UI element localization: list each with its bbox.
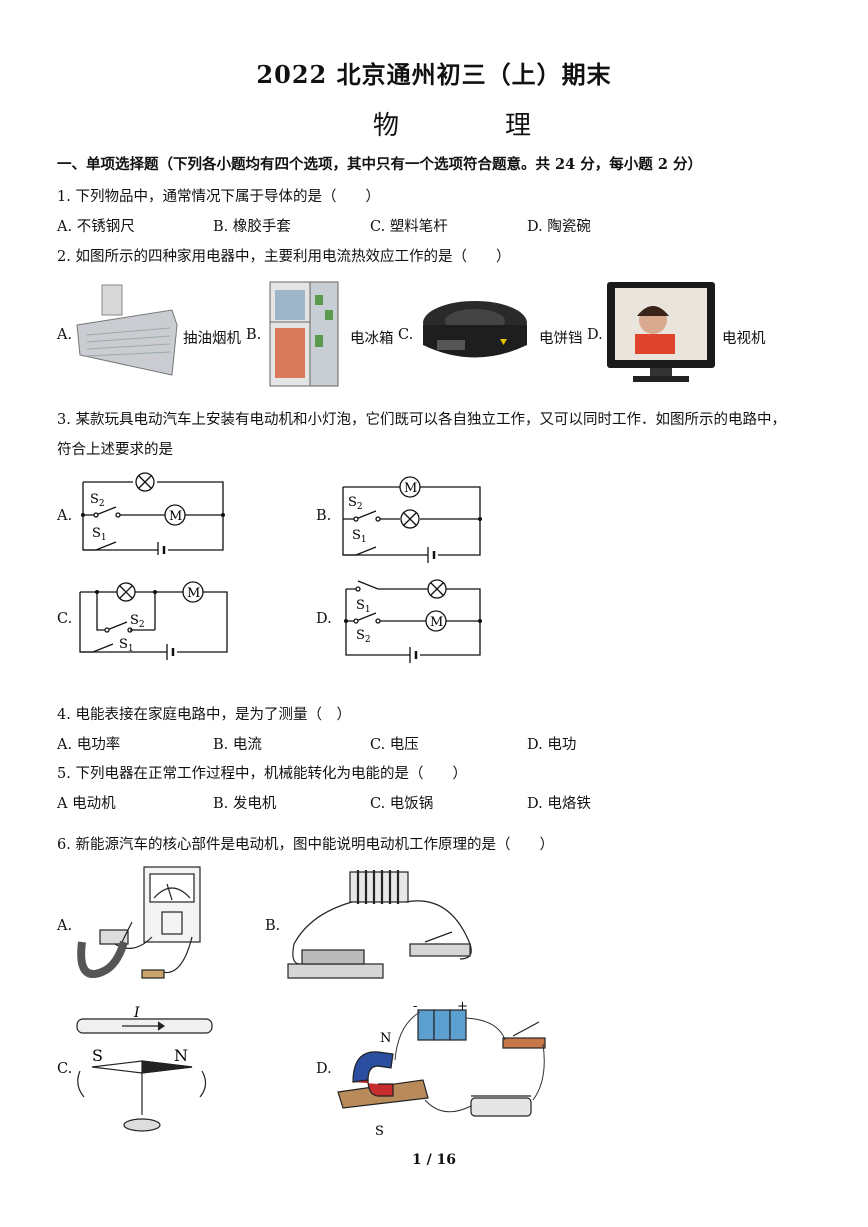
subject-title: 物 理	[372, 111, 571, 141]
battery-minus-label: -	[413, 1000, 417, 1014]
question-6-stem: 6. 新能源汽车的核心部件是电动机，图中能说明电动机工作原理的是（ ）	[57, 837, 554, 853]
q2-option-c: 电饼铛	[539, 331, 583, 347]
svg-text:S2: S2	[130, 613, 145, 630]
q2-option-b: 电冰箱	[350, 331, 394, 347]
circuit-diagram-b: M S2 S1	[342, 476, 482, 563]
q4-option-d: D. 电功	[527, 737, 577, 753]
q6-letter-a: A.	[57, 918, 73, 934]
circuit-diagram-c: M S2 S1	[79, 581, 228, 660]
section-heading: 一、单项选择题（下列各小题均有四个选项，其中只有一个选项符合题意。共 24 分，…	[57, 156, 702, 173]
svg-text:M: M	[404, 481, 417, 496]
q5-option-d: D. 电烙铁	[527, 796, 591, 812]
magnet-north-label: N	[380, 1031, 391, 1046]
q2-letter-a: A.	[57, 327, 73, 343]
motor-label: M	[169, 509, 182, 524]
question-3-stem-line1: 3. 某款玩具电动汽车上安装有电动机和小灯泡，它们既可以各自独立工作，又可以同时…	[57, 412, 786, 428]
television-image	[607, 282, 715, 382]
circuit-diagram-d: M S1 S2	[344, 579, 482, 663]
q2-option-a: 抽油烟机	[183, 331, 241, 347]
switch-s1-label: S1	[92, 526, 107, 543]
compass-north-label: N	[174, 1046, 188, 1065]
oersted-experiment-image: I S N	[76, 1005, 213, 1132]
switch-s2-label: S2	[90, 492, 105, 509]
page-title: 2022 北京通州初三（上）期末	[256, 60, 612, 89]
q2-letter-c: C.	[398, 327, 414, 343]
svg-text:M: M	[187, 586, 200, 601]
question-4-stem: 4. 电能表接在家庭电路中，是为了测量（ ）	[57, 707, 351, 723]
q2-letter-d: D.	[587, 327, 603, 343]
question-2-stem: 2. 如图所示的四种家用电器中，主要利用电流热效应工作的是（ ）	[57, 249, 511, 265]
q1-option-a: A. 不锈钢尺	[57, 219, 135, 235]
q1-option-b: B. 橡胶手套	[213, 219, 291, 235]
q5-option-a: A 电动机	[57, 796, 116, 812]
q6-letter-b: B.	[265, 918, 281, 934]
q2-option-d: 电视机	[722, 331, 766, 347]
generator-experiment-image	[77, 866, 201, 979]
svg-text:S2: S2	[356, 628, 371, 645]
svg-text:S1: S1	[119, 637, 134, 654]
magnet-south-label: S	[375, 1124, 384, 1139]
griddle-image	[423, 301, 527, 358]
q5-option-c: C. 电饭锅	[370, 796, 434, 812]
question-3-stem-line2: 符合上述要求的是	[57, 442, 173, 458]
q4-option-c: C. 电压	[370, 737, 419, 753]
q3-letter-a: A.	[57, 508, 73, 524]
compass-south-label: S	[92, 1046, 103, 1065]
page-number: 1 / 16	[411, 1152, 457, 1168]
circuit-diagram-a: M S2 S1	[81, 472, 225, 555]
range-hood-image	[76, 284, 178, 376]
q3-letter-b: B.	[316, 508, 332, 524]
q1-option-c: C. 塑料笔杆	[370, 219, 448, 235]
q3-letter-d: D.	[316, 611, 332, 627]
battery-plus-label: +	[457, 1000, 468, 1014]
q1-option-d: D. 陶瓷碗	[527, 219, 591, 235]
q6-letter-d: D.	[316, 1061, 332, 1077]
q5-option-b: B. 发电机	[213, 796, 277, 812]
q2-letter-b: B.	[246, 327, 262, 343]
q4-option-a: A. 电功率	[57, 737, 121, 753]
svg-text:S1: S1	[352, 528, 367, 545]
svg-text:S1: S1	[356, 598, 371, 615]
svg-text:S2: S2	[348, 495, 363, 512]
svg-text:M: M	[430, 615, 443, 630]
refrigerator-image	[269, 281, 339, 387]
motor-principle-experiment-image: - + N S	[337, 1000, 546, 1139]
question-1-stem: 1. 下列物品中，通常情况下属于导体的是（ ）	[57, 189, 380, 205]
q6-letter-c: C.	[57, 1061, 73, 1077]
q4-option-b: B. 电流	[213, 737, 262, 753]
q3-letter-c: C.	[57, 611, 73, 627]
question-5-stem: 5. 下列电器在正常工作过程中，机械能转化为电能的是（ ）	[57, 766, 467, 782]
current-label: I	[133, 1005, 140, 1021]
electromagnet-experiment-image	[287, 870, 472, 979]
